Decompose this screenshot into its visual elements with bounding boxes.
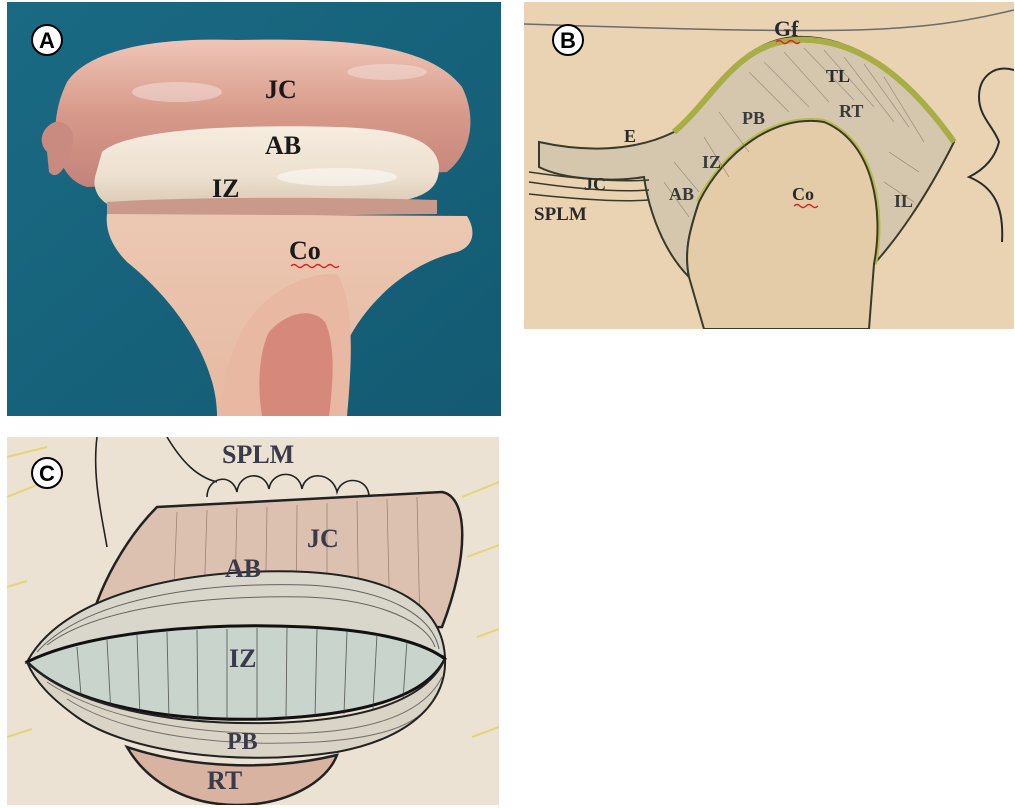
label-iz: IZ (229, 644, 256, 673)
label-splm: SPLM (534, 204, 587, 225)
label-ab: AB (669, 184, 694, 204)
label-ab: AB (265, 131, 301, 160)
panel-a-badge-letter: A (39, 28, 55, 53)
label-pb: PB (227, 729, 258, 755)
label-rt: RT (839, 101, 863, 121)
label-jc: JC (307, 524, 339, 553)
label-tl: TL (826, 66, 850, 86)
label-jc: JC (584, 174, 606, 194)
label-pb: PB (742, 108, 765, 128)
panel-c-badge-letter: C (39, 461, 55, 486)
label-iz: IZ (212, 174, 239, 203)
label-jc: JC (265, 75, 297, 104)
label-co: Co (289, 236, 321, 265)
label-splm: SPLM (222, 440, 294, 469)
label-iz: IZ (702, 152, 721, 172)
sagittal-sketch: Gf TL RT PB E IZ JC AB Co SPLM IL B (524, 2, 1014, 329)
panel-b-badge-letter: B (560, 28, 576, 53)
label-gf: Gf (774, 16, 799, 41)
label-e: E (624, 126, 636, 146)
tissue-highlight (347, 64, 427, 80)
panel-a-specimen-photo: JC AB IZ Co A (7, 2, 501, 416)
label-ab: AB (225, 554, 261, 583)
panel-b-sagittal-sketch: Gf TL RT PB E IZ JC AB Co SPLM IL B (524, 2, 1014, 329)
specimen-photo: JC AB IZ Co A (7, 2, 501, 416)
label-rt: RT (207, 766, 242, 795)
superior-sketch: SPLM JC AB IZ PB RT C (7, 437, 499, 805)
tissue-highlight (132, 82, 222, 102)
disc-highlight (277, 168, 397, 186)
label-il: IL (894, 191, 913, 211)
panel-c-superior-sketch: SPLM JC AB IZ PB RT C (7, 437, 499, 805)
label-co: Co (792, 184, 814, 204)
